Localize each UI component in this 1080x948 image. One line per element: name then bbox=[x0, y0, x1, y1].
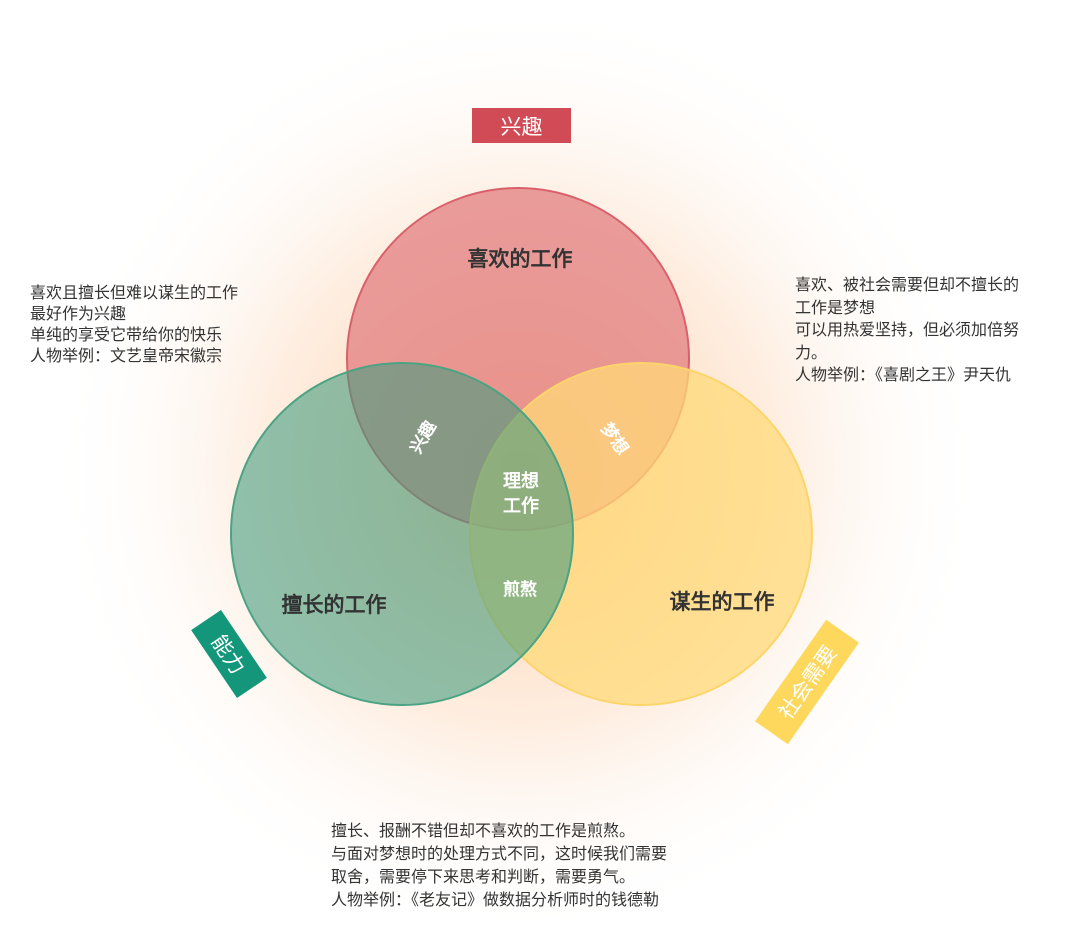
bottom-note: 擅长、报酬不错但却不喜欢的工作是煎熬。 与面对梦想时的处理方式不同，这时候我们需… bbox=[331, 819, 667, 911]
note-line: 最好作为兴趣 bbox=[30, 304, 127, 323]
ability-circle-label: 擅长的工作 bbox=[282, 593, 387, 617]
note-line: 喜欢、被社会需要但却不擅长的 bbox=[795, 275, 1020, 294]
note-line: 人物举例：《喜剧之王》尹天仇 bbox=[795, 365, 1012, 384]
note-line: 人物举例：文艺皇帝宋徽宗 bbox=[30, 346, 223, 365]
note-line: 擅长、报酬不错但却不喜欢的工作是煎熬。 bbox=[331, 821, 636, 840]
ability-circle bbox=[230, 362, 574, 706]
overlap-suffering: 煎熬 bbox=[503, 579, 537, 600]
note-line: 喜欢且擅长但难以谋生的工作 bbox=[30, 283, 239, 302]
note-line: 人物举例：《老友记》做数据分析师时的钱德勒 bbox=[331, 890, 660, 909]
interest-tag: 兴趣 bbox=[472, 108, 571, 143]
note-line: 力。 bbox=[795, 342, 828, 362]
note-line: 取舍，需要停下来思考和判断，需要勇气。 bbox=[331, 867, 636, 886]
interest-tag-label: 兴趣 bbox=[500, 114, 543, 139]
left-note: 喜欢且擅长但难以谋生的工作 最好作为兴趣 单纯的享受它带给你的快乐 人物举例：文… bbox=[30, 282, 238, 366]
note-line: 可以用热爱坚持，但必须加倍努 bbox=[795, 320, 1020, 339]
note-line: 单纯的享受它带给你的快乐 bbox=[30, 325, 223, 344]
right-note: 喜欢、被社会需要但却不擅长的 工作是梦想 可以用热爱坚持，但必须加倍努 力。 人… bbox=[795, 274, 1019, 387]
note-line: 与面对梦想时的处理方式不同，这时候我们需要 bbox=[331, 844, 668, 863]
ideal-job-line1: 理想 bbox=[503, 470, 539, 492]
interest-circle-label: 喜欢的工作 bbox=[468, 247, 573, 271]
note-line: 工作是梦想 bbox=[795, 297, 876, 317]
ideal-job-line2: 工作 bbox=[503, 495, 539, 517]
social-circle-label: 谋生的工作 bbox=[670, 590, 775, 614]
